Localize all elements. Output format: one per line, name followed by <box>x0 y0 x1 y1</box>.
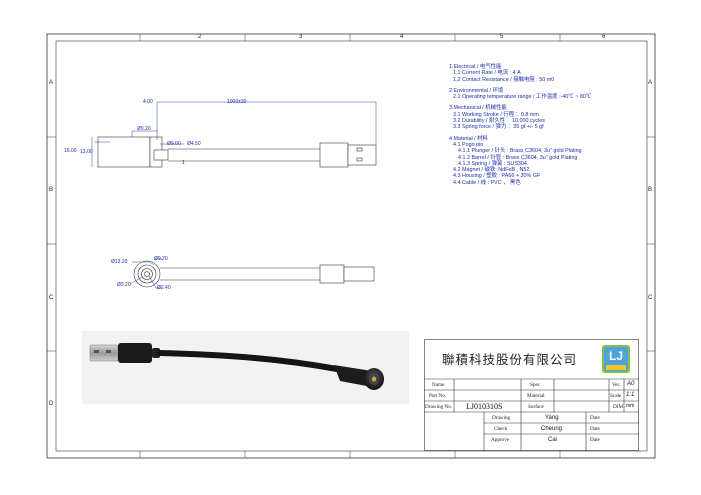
dim-ring-diameter: Ø9.20 <box>154 256 168 262</box>
spec-item: 4.1.1 Plunger / 针头 : Brass C3604, 3u" go… <box>458 148 582 155</box>
row-marker-d-left: D <box>49 401 54 407</box>
company-logo: LJ <box>600 344 632 374</box>
dim-head-diameter: Ø9.20 <box>137 126 151 132</box>
row-marker-a-left: A <box>49 80 54 86</box>
check-by-value: Cheung <box>541 426 563 432</box>
column-marker-2: 2 <box>198 34 202 40</box>
spec-item: 3.2 Durability / 耐久性 ：10,000 cycles <box>453 118 545 125</box>
spec-item: 2.1 Operating temperature range / 工作温度 :… <box>453 94 592 101</box>
spec-item: 4.3 Housing / 塑胶 : PA66 + 30% GF <box>453 173 541 180</box>
surface-label: Surface <box>528 404 544 410</box>
spec-section-title: 4.Material / 材料 <box>449 135 488 142</box>
spec-item: 4.1.3 Spring / 弹簧 : SUS304 <box>458 160 527 167</box>
approve-by-value: Cai <box>548 437 558 443</box>
column-marker-3: 3 <box>299 34 303 40</box>
spec-item: 1.1 Current Rate / 电流 : 4 A <box>453 70 521 77</box>
drawing-by-value: Yang <box>545 415 559 421</box>
spec-item: 3.3 Spring force / 弹力 ：35 gf +/- 5 gf <box>453 124 544 131</box>
spec-item: 4.4 Cable / 线 : PVC ， 黑色 <box>453 179 521 186</box>
column-marker-5: 5 <box>500 34 504 40</box>
logo-icon <box>602 345 630 373</box>
scale-label: Scale <box>610 393 622 399</box>
row-marker-b-left: B <box>49 187 54 193</box>
spec-item: 4.2 Magnet / 磁铁: NdFeB , N52 <box>453 167 530 174</box>
part-no-label: Part No. <box>429 393 447 399</box>
row-marker-a-right: A <box>648 80 653 86</box>
dim-offset: 4.00 <box>143 99 153 105</box>
drawing-date-label: Date <box>590 415 600 421</box>
cable-photo-illustration <box>89 343 384 390</box>
version-value: A0 <box>627 381 635 387</box>
spec-item: 4.1.2 Barrel / 针管 : Brass C3604, 3u" gol… <box>458 154 578 161</box>
spec-section-title: 3.Mechanical / 机械性能 <box>449 105 507 112</box>
column-marker-6: 6 <box>602 34 606 40</box>
spec-label: Spec <box>530 382 541 388</box>
drawing-number: LJ010310S <box>466 402 503 411</box>
ver-label: Ver. <box>612 382 621 388</box>
approve-date-label: Date <box>590 437 600 443</box>
pin-number-label: 1 <box>182 160 185 166</box>
approve-label: Approve <box>491 437 510 443</box>
dim-inner-diameter: Ø3.20 <box>117 282 131 288</box>
dim-label: DIM <box>613 404 624 410</box>
check-date-label: Date <box>590 426 600 432</box>
spec-item: 4.1 Pogo pin <box>453 141 484 148</box>
drawing-label: Drawing <box>492 415 511 421</box>
spec-section-title: 1.Electrical / 电气性能 <box>449 64 502 70</box>
product-photo <box>82 331 409 404</box>
dim-height-outer: 16.00 <box>64 148 77 154</box>
row-marker-c-left: C <box>49 295 54 301</box>
scale-value: 1:1 <box>626 392 635 398</box>
company-name: 聯積科技股份有限公司 <box>442 352 578 367</box>
dim-height-inner: 13.00 <box>80 149 93 155</box>
row-marker-b-right: B <box>648 187 653 193</box>
material-label: Material <box>527 393 545 399</box>
spec-section-title: 2.Environmental / 环境 <box>449 87 504 94</box>
drawing-no-label: Drawing No. <box>425 404 453 410</box>
name-label: Name <box>432 382 445 388</box>
row-marker-c-right: C <box>648 295 653 301</box>
unit-value: mm <box>626 403 635 409</box>
dim-cable-diameter: Ø4.50 <box>187 141 201 147</box>
check-label: Check <box>494 426 508 432</box>
dim-body-diameter: Ø9.00 <box>167 141 181 147</box>
dim-cable-length: 1000±30 <box>227 99 247 105</box>
title-block: 聯積科技股份有限公司 LJ Name Part No. Drawing No. … <box>424 339 639 451</box>
dim-outer-diameter: Ø13.20 <box>111 259 128 265</box>
spec-item: 3.1 Working Stroke / 行程 ：0.8 mm <box>453 111 539 118</box>
logo-text: LJ <box>609 349 624 363</box>
dim-pin-diameter: Ø2.40 <box>157 285 171 291</box>
column-marker-4: 4 <box>400 34 404 40</box>
title-block-grid <box>424 339 639 451</box>
spec-item: 1.2 Contact Resistance / 接触电阻 : 50 m0 <box>453 76 555 83</box>
